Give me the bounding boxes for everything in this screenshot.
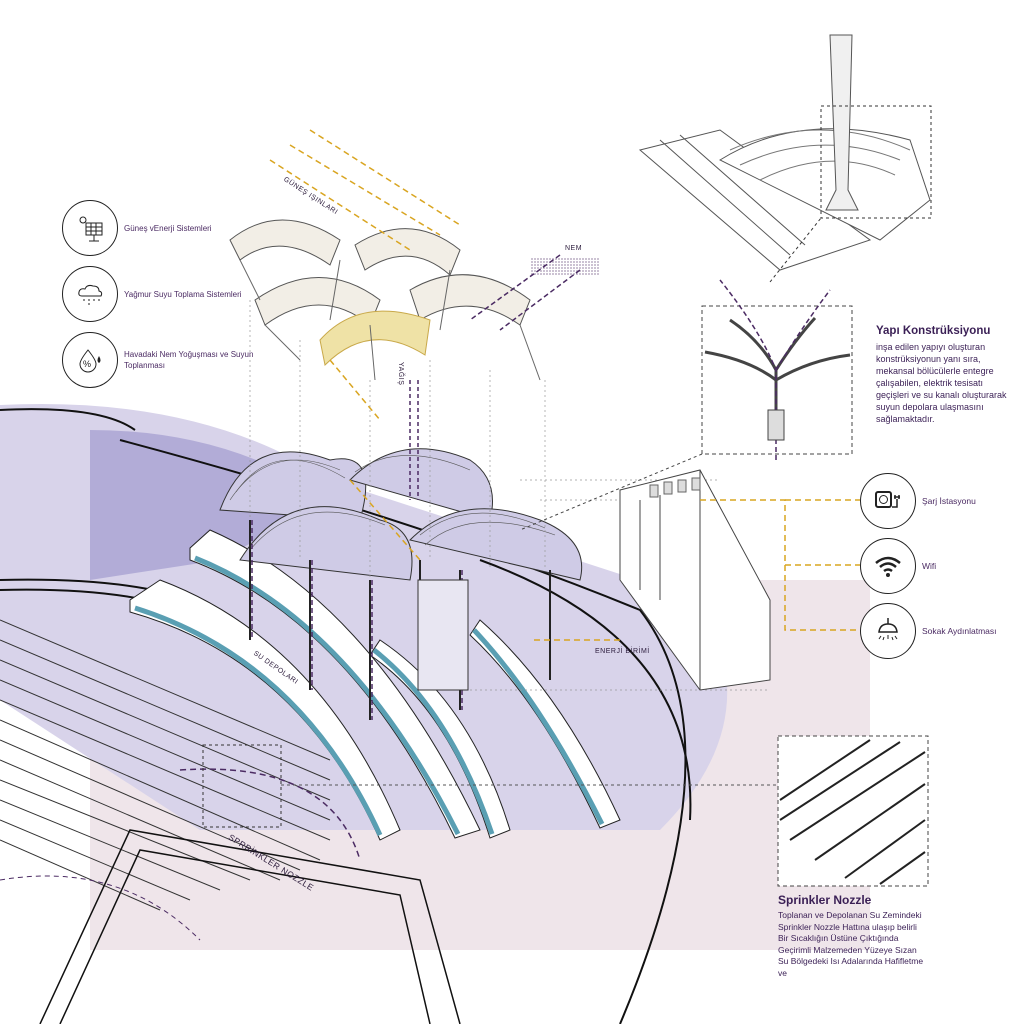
feature-rain: Yağmur Suyu Toplama Sistemleri [62,266,274,322]
label-energy-unit: ENERJİ BİRİMİ [595,648,650,655]
rain-cloud-icon [62,266,118,322]
sprinkler-body: Toplanan ve Depolanan Su Zemindeki Sprin… [778,910,924,978]
dashed-purple-curve [0,875,201,941]
svg-text:%: % [83,359,91,369]
humidity-icon: % [62,332,118,388]
sprinkler-detail-lines [779,739,926,885]
feature-charging-label: Şarj İstasyonu [922,495,976,506]
sprinkler-detail-box [777,735,929,887]
feature-wifi-label: Wifi [922,560,937,571]
label-rain: YAĞIŞ [397,362,404,386]
tower [825,34,859,211]
structure-leader [519,453,703,531]
charging-station-icon [860,473,916,529]
tower-detail-frame [820,105,932,219]
feature-lamp: Sokak Aydınlatması [860,603,1024,659]
feature-lamp-label: Sokak Aydınlatması [922,625,997,636]
site-axonometric [638,128,931,271]
feature-humidity: % Havadaki Nem Yoğuşması ve Suyun Toplan… [62,332,274,388]
wifi-icon [860,538,916,594]
canopy-lower-ribs [229,455,556,551]
sprinkler-route [179,768,361,861]
energy-unit-vents [649,477,701,498]
canopy-upper [229,219,531,326]
feature-charging: Şarj İstasyonu [860,473,1024,529]
water-tank-strips [134,555,605,837]
energy-unit [619,469,771,691]
projection-lines [249,300,770,691]
canopy-upper-highlight [319,310,431,367]
structure-branch-conduit [719,279,831,460]
sprinkler-detail-frame [202,744,282,828]
tower-leader [769,217,822,283]
rain-arrows [409,380,419,500]
feature-wifi: Wifi [860,538,1024,594]
structure-body: inşa edilen yapıyı oluşturan konstrüksiy… [876,342,1007,424]
partition-glass [417,579,469,691]
canopy-lower [219,448,583,581]
solar-panel-icon [62,200,118,256]
label-humidity: NEM [565,245,583,252]
structure-base [767,409,785,441]
feature-humidity-label: Havadaki Nem Yoğuşması ve Suyun Toplanma… [124,350,254,370]
sprinkler-title: Sprinkler Nozzle [778,893,872,907]
structure-title: Yapı Konstrüksiyonu [876,325,991,337]
service-connectors [700,499,860,631]
canopy-upper-legs [239,259,541,381]
sprinkler-lines [0,619,331,911]
feature-solar: Güneş vEnerji Sistemleri [62,200,274,256]
site-stadium [729,129,911,181]
humidity-dots [530,258,600,276]
lower-building [39,829,461,1025]
street-lamp-icon [860,603,916,659]
sun-rays [269,129,461,561]
feature-solar-label: Güneş vEnerji Sistemleri [124,223,212,233]
feature-rain-label: Yağmur Suyu Toplama Sistemleri [124,289,242,299]
